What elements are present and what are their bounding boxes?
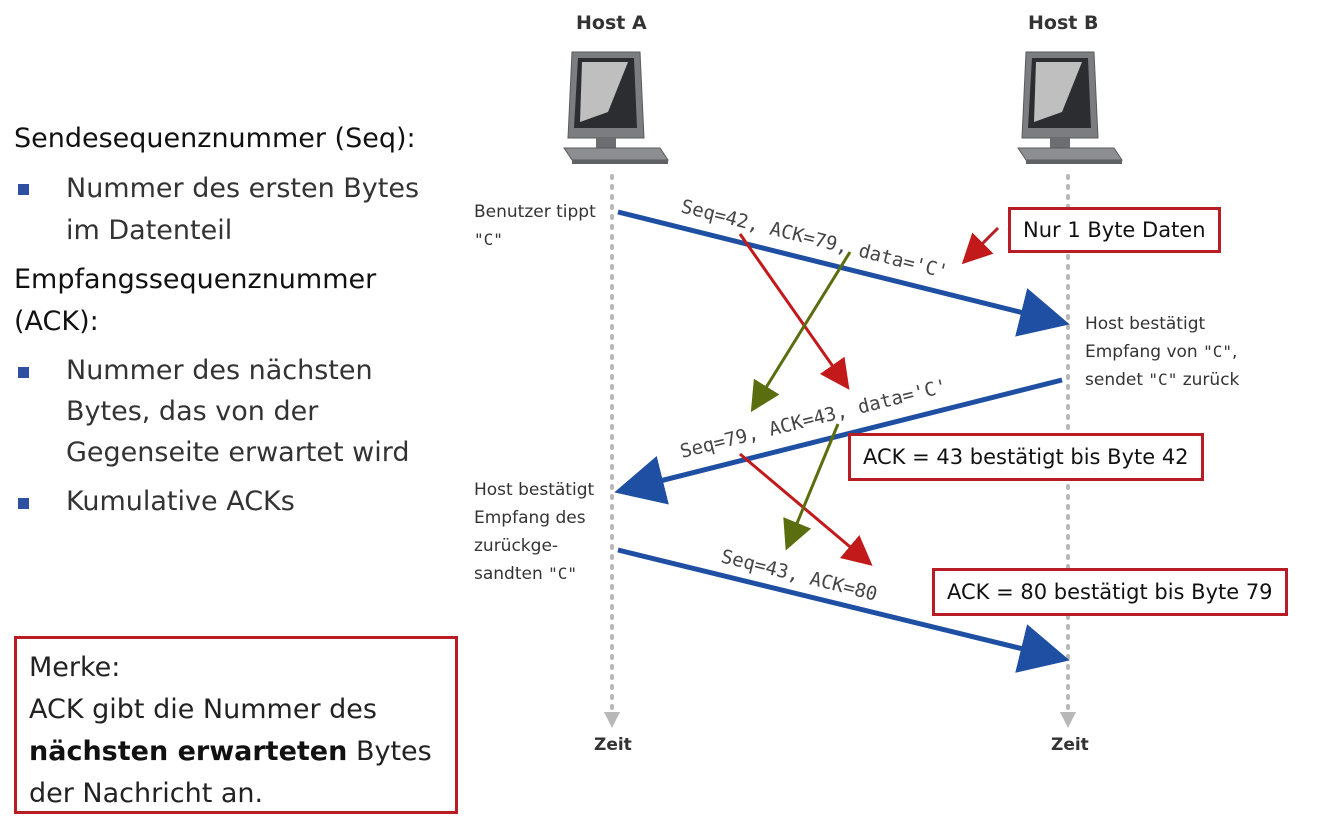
seq-ack-arrow-1 <box>738 233 850 390</box>
bullet-marker <box>18 184 29 195</box>
seq-heading: Sendesequenznummer (Seq): <box>14 123 416 154</box>
callout-ack-80: ACK = 80 bestätigt bis Byte 79 <box>932 568 1288 616</box>
zeit-label-b: Zeit <box>1051 735 1089 755</box>
callout-pointer <box>961 226 1000 265</box>
note-host-b-ack: Host bestätigt Empfang von "C", sendet "… <box>1085 314 1240 390</box>
note-user-types: Benutzer tippt "C" <box>474 202 596 249</box>
merke-line2-rest: Bytes <box>347 736 432 767</box>
host-a-label: Host A <box>576 12 647 34</box>
bullet-marker <box>18 367 29 378</box>
message-arrow-3 <box>617 547 1070 673</box>
callout-one-byte: Nur 1 Byte Daten <box>1008 207 1221 253</box>
bullet-seq-line1: Nummer des ersten Bytes <box>66 173 420 204</box>
computer-icon <box>563 51 669 164</box>
bullet-ack-line3: Gegenseite erwartet wird <box>66 437 410 468</box>
bullet-ack-line2: Bytes, das von der <box>66 396 319 427</box>
bullet-seq-line2: im Datenteil <box>66 215 233 246</box>
note-host-a-ack: Host bestätigt Empfang des zurückge- san… <box>474 480 595 584</box>
ack-heading-line2: (ACK): <box>14 306 99 337</box>
ack-heading-line1: Empfangssequenznummer <box>14 264 377 295</box>
timeline-arrow-b <box>1060 712 1076 728</box>
ack-seq-arrow-2 <box>783 423 840 551</box>
ack-seq-arrow-1 <box>750 251 852 413</box>
bullet-ack-line1: Nummer des nächsten <box>66 355 373 386</box>
computer-icon <box>1017 51 1123 164</box>
callout-ack-43: ACK = 43 bestätigt bis Byte 42 <box>848 433 1204 481</box>
message-arrow-2 <box>614 377 1063 505</box>
merke-box: Merke: ACK gibt die Nummer des nächsten … <box>14 636 458 814</box>
merke-line3: der Nachricht an. <box>29 778 264 809</box>
merke-title: Merke: <box>29 652 121 683</box>
bullet-cumulative: Kumulative ACKs <box>66 486 295 517</box>
merke-line2: nächsten erwarteten Bytes <box>29 731 443 773</box>
zeit-label-a: Zeit <box>594 735 632 755</box>
merke-emphasis: nächsten erwarteten <box>29 736 348 767</box>
merke-line1: ACK gibt die Nummer des <box>29 694 377 725</box>
bullet-marker <box>18 498 29 509</box>
host-b-label: Host B <box>1028 12 1099 34</box>
timeline-arrow-a <box>604 712 620 728</box>
